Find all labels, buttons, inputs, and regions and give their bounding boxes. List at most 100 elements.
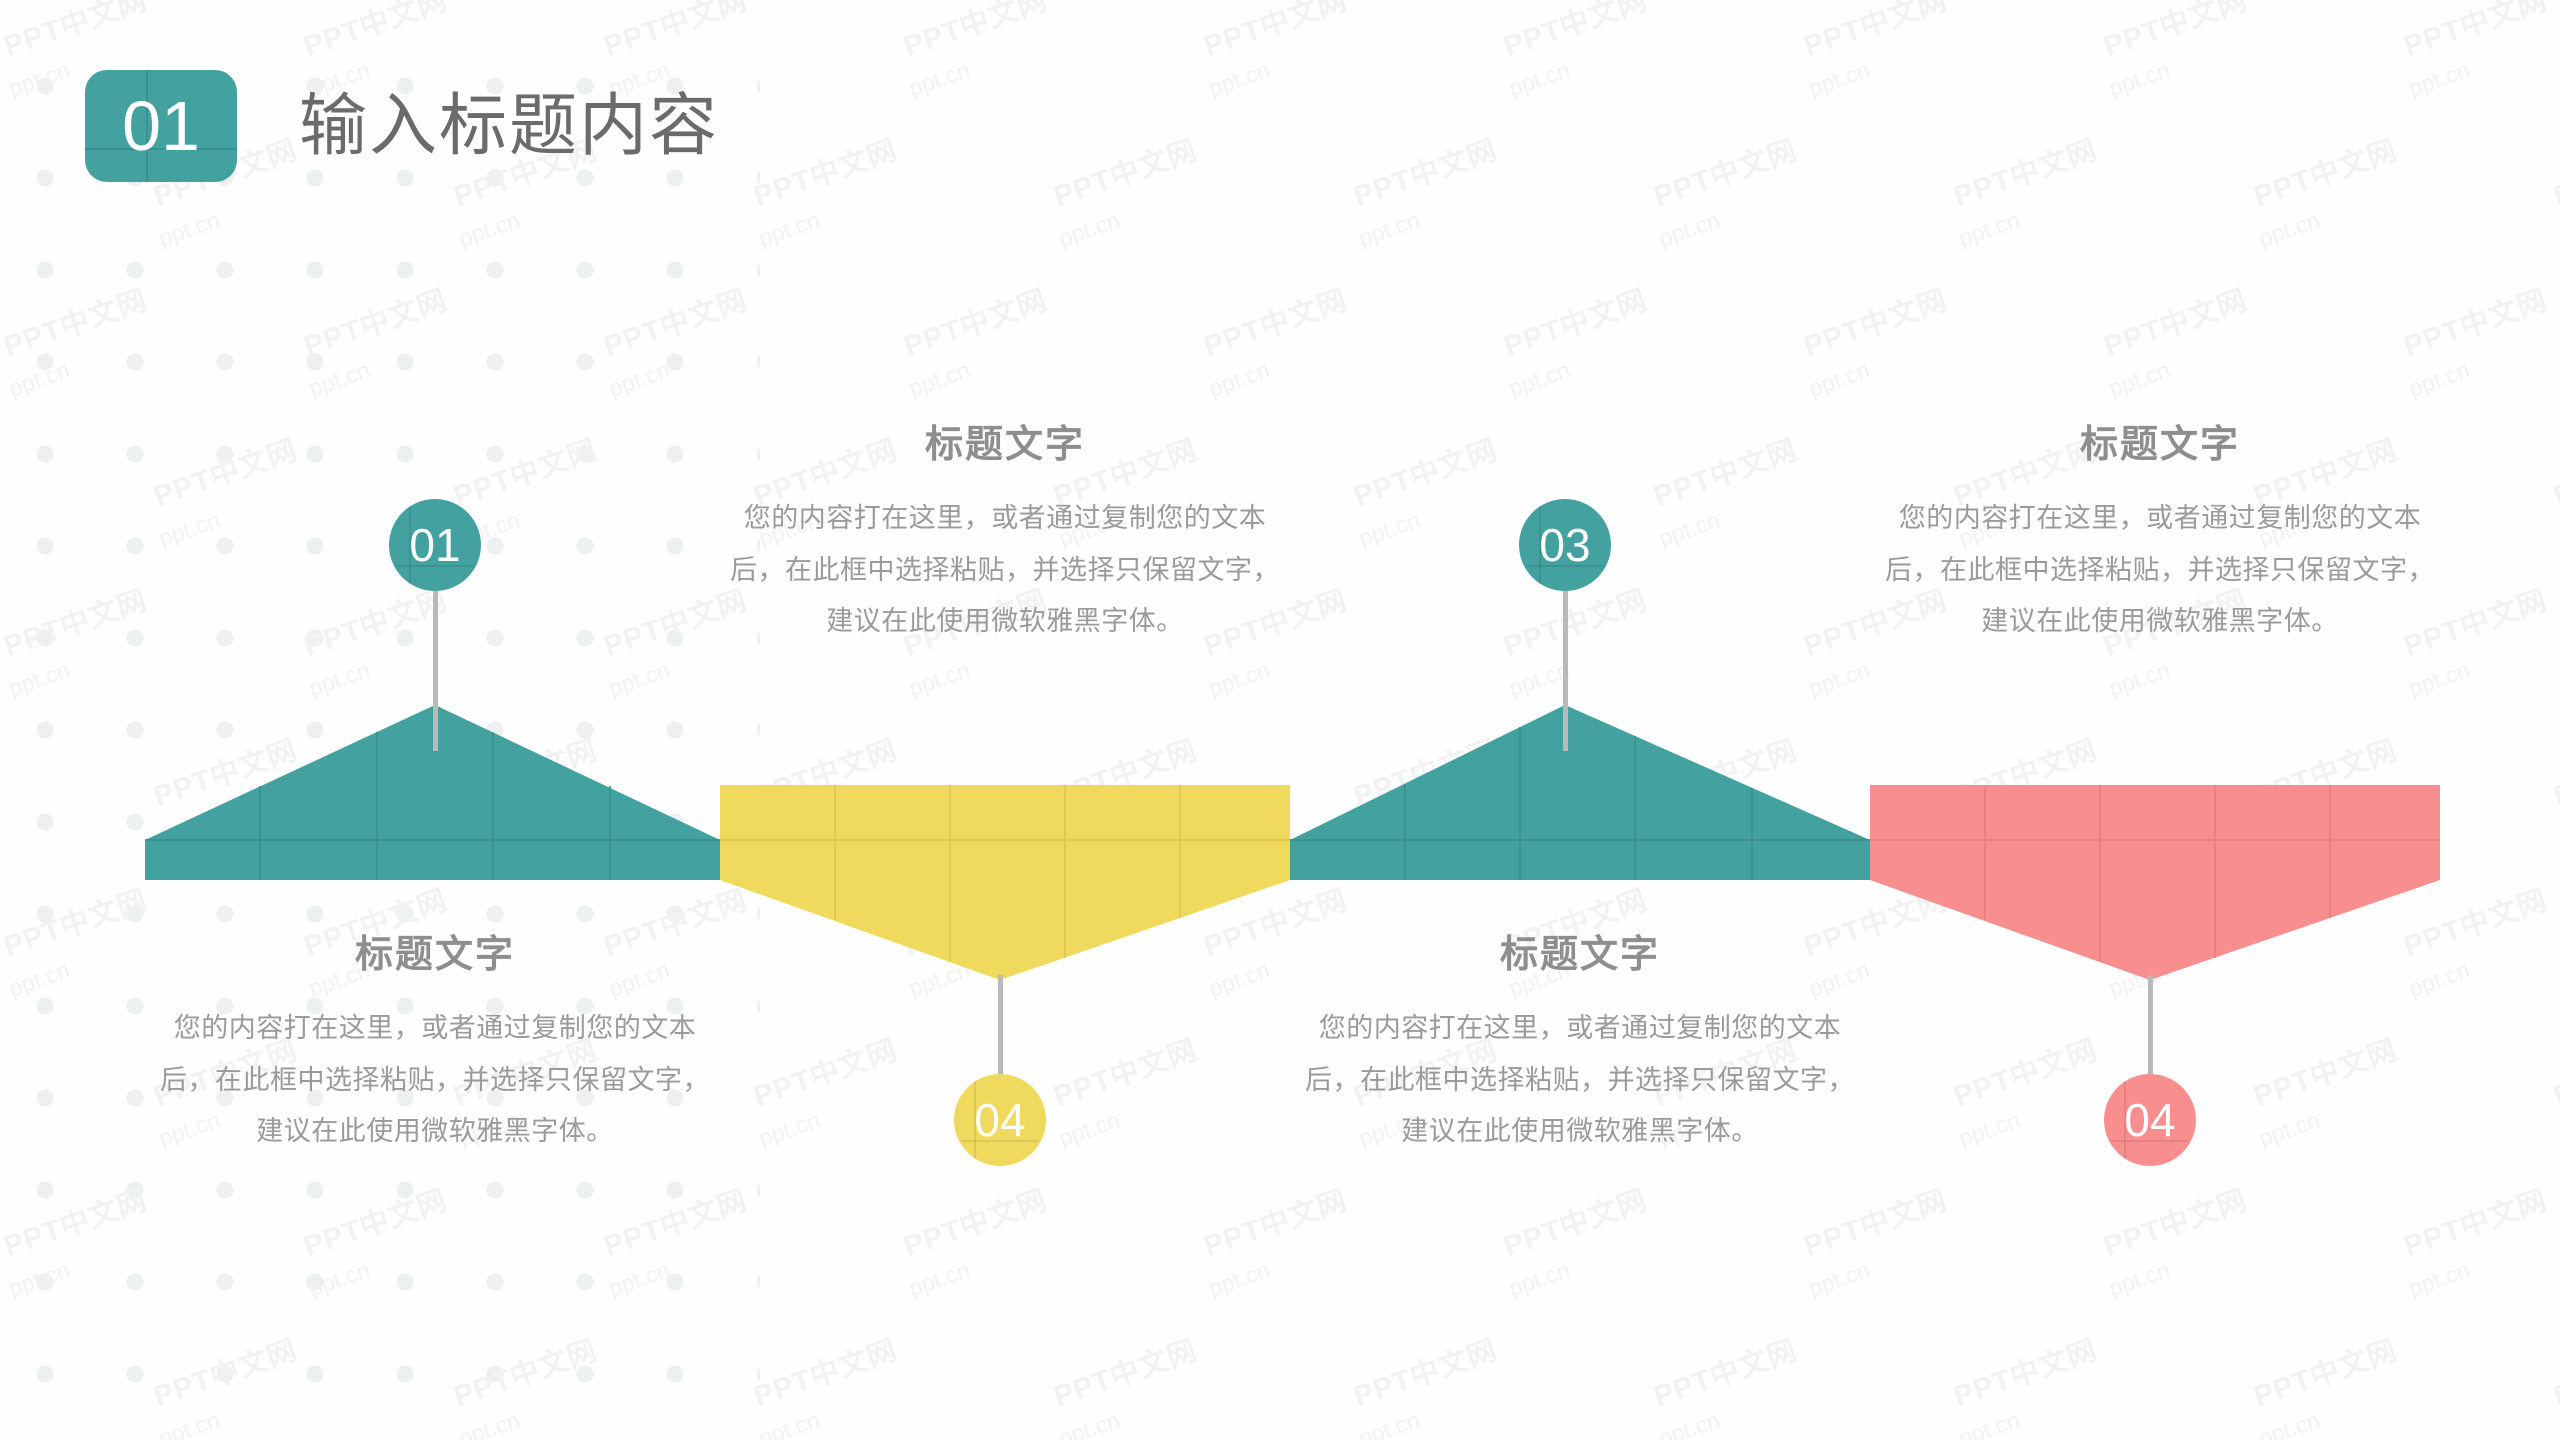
watermark-domain: ppt.cn bbox=[2405, 1256, 2474, 1302]
watermark-domain: ppt.cn bbox=[2555, 206, 2560, 252]
textblock-top-right: 标题文字 您的内容打在这里，或者通过复制您的文本后，在此框中选择粘贴，并选择只保… bbox=[1880, 424, 2440, 648]
watermark-domain: ppt.cn bbox=[1205, 56, 1274, 102]
watermark-brand: PPT中文网 bbox=[1349, 434, 1502, 514]
watermark-domain: ppt.cn bbox=[2405, 356, 2474, 402]
textblock-bottom-right: 标题文字 您的内容打在这里，或者通过复制您的文本后，在此框中选择粘贴，并选择只保… bbox=[1300, 934, 1860, 1158]
watermark-brand: PPT中文网 bbox=[1349, 134, 1502, 214]
watermark-domain: ppt.cn bbox=[1355, 206, 1424, 252]
watermark-brand: PPT中文网 bbox=[899, 284, 1052, 364]
watermark-brand: PPT中文网 bbox=[0, 0, 152, 64]
watermark-brand: PPT中文网 bbox=[1499, 0, 1652, 64]
marker-number-04-pink: 04 bbox=[2124, 1094, 2176, 1146]
watermark-brand: PPT中文网 bbox=[2099, 0, 2252, 64]
marker-bubble-03[interactable]: 03 bbox=[1519, 499, 1611, 591]
watermark-domain: ppt.cn bbox=[755, 206, 824, 252]
watermark-brand: PPT中文网 bbox=[1649, 134, 1802, 214]
watermark-domain: ppt.cn bbox=[905, 356, 974, 402]
watermark-domain: ppt.cn bbox=[1805, 56, 1874, 102]
marker-number-04-yellow: 04 bbox=[974, 1094, 1026, 1146]
watermark-domain: ppt.cn bbox=[1655, 206, 1724, 252]
watermark-domain: ppt.cn bbox=[1505, 56, 1574, 102]
watermark-domain: ppt.cn bbox=[755, 1106, 824, 1152]
watermark-brand: PPT中文网 bbox=[299, 0, 452, 64]
watermark-brand: PPT中文网 bbox=[0, 1327, 2, 1415]
watermark-domain: ppt.cn bbox=[905, 1256, 974, 1302]
textblock-body: 您的内容打在这里，或者通过复制您的文本后，在此框中选择粘贴，并选择只保留文字，建… bbox=[160, 1012, 710, 1147]
watermark-domain: ppt.cn bbox=[605, 1256, 674, 1302]
watermark-brand: PPT中文网 bbox=[2399, 1184, 2552, 1264]
watermark-brand: PPT中文网 bbox=[1949, 1334, 2102, 1414]
page-title: 输入标题内容 bbox=[299, 88, 720, 164]
watermark-domain: ppt.cn bbox=[5, 56, 74, 102]
watermark-brand: PPT中文网 bbox=[599, 284, 752, 364]
watermark-brand: PPT中文网 bbox=[149, 1334, 302, 1414]
marker-number-03: 03 bbox=[1539, 519, 1591, 571]
watermark-domain: ppt.cn bbox=[1505, 1256, 1574, 1302]
watermark-brand: PPT中文网 bbox=[449, 1334, 602, 1414]
textblock-body: 您的内容打在这里，或者通过复制您的文本后，在此框中选择粘贴，并选择只保留文字，建… bbox=[1305, 1012, 1855, 1147]
watermark-domain: ppt.cn bbox=[5, 1256, 74, 1302]
watermark-domain: ppt.cn bbox=[755, 1406, 824, 1440]
ribbon-segment-4[interactable] bbox=[1870, 785, 2440, 980]
slide-header: 01 输入标题内容 bbox=[85, 70, 719, 182]
watermark-domain: ppt.cn bbox=[1355, 1406, 1424, 1440]
marker-bubble-01[interactable]: 01 bbox=[389, 499, 481, 591]
watermark-brand: PPT中文网 bbox=[1049, 1334, 1202, 1414]
watermark-domain: ppt.cn bbox=[1355, 506, 1424, 552]
watermark-brand: PPT中文网 bbox=[149, 434, 302, 514]
watermark-brand: PPT中文网 bbox=[1799, 284, 1952, 364]
textblock-body: 您的内容打在这里，或者通过复制您的文本后，在此框中选择粘贴，并选择只保留文字，建… bbox=[1885, 502, 2435, 637]
watermark-brand: PPT中文网 bbox=[0, 284, 152, 364]
watermark-domain: ppt.cn bbox=[2405, 56, 2474, 102]
watermark-domain: ppt.cn bbox=[1955, 1406, 2024, 1440]
watermark-brand: PPT中文网 bbox=[1799, 0, 1952, 64]
watermark-domain: ppt.cn bbox=[2255, 1406, 2324, 1440]
watermark-brand: PPT中文网 bbox=[2099, 1184, 2252, 1264]
watermark-domain: ppt.cn bbox=[1655, 1406, 1724, 1440]
watermark-domain: ppt.cn bbox=[605, 356, 674, 402]
watermark-domain: ppt.cn bbox=[1955, 206, 2024, 252]
watermark-brand: PPT中文网 bbox=[1799, 1184, 1952, 1264]
watermark-domain: ppt.cn bbox=[1805, 356, 1874, 402]
watermark-domain: ppt.cn bbox=[155, 506, 224, 552]
marker-bubble-04-yellow[interactable]: 04 bbox=[954, 1074, 1046, 1166]
watermark-domain: ppt.cn bbox=[5, 356, 74, 402]
watermark-domain: ppt.cn bbox=[905, 56, 974, 102]
watermark-domain: ppt.cn bbox=[155, 1406, 224, 1440]
watermark-brand: PPT中文网 bbox=[2249, 1334, 2402, 1414]
marker-bubble-04-pink[interactable]: 04 bbox=[2104, 1074, 2196, 1166]
watermark-domain: ppt.cn bbox=[2255, 206, 2324, 252]
header-number-badge: 01 bbox=[85, 70, 237, 182]
ribbon-segment-1[interactable] bbox=[145, 705, 720, 880]
marker-stem-04-yellow bbox=[998, 975, 1003, 1075]
header-badge-number: 01 bbox=[122, 87, 200, 165]
watermark-domain: ppt.cn bbox=[1055, 1406, 1124, 1440]
watermark-domain: ppt.cn bbox=[2105, 56, 2174, 102]
ribbon-segment-2[interactable] bbox=[720, 785, 1290, 980]
watermark-brand: PPT中文网 bbox=[2099, 284, 2252, 364]
watermark-brand: PPT中文网 bbox=[1499, 284, 1652, 364]
watermark-brand: PPT中文网 bbox=[1349, 1334, 1502, 1414]
watermark-brand: PPT中文网 bbox=[2249, 134, 2402, 214]
watermark-domain: ppt.cn bbox=[1655, 506, 1724, 552]
textblock-bottom-left: 标题文字 您的内容打在这里，或者通过复制您的文本后，在此框中选择粘贴，并选择只保… bbox=[155, 934, 715, 1158]
watermark-brand: PPT中文网 bbox=[599, 1184, 752, 1264]
watermark-brand: PPT中文网 bbox=[2549, 434, 2560, 514]
watermark-brand: PPT中文网 bbox=[2399, 0, 2552, 64]
watermark-brand: PPT中文网 bbox=[1649, 1334, 1802, 1414]
watermark-brand: PPT中文网 bbox=[299, 1184, 452, 1264]
watermark-brand: PPT中文网 bbox=[599, 0, 752, 64]
ribbon-segment-3[interactable] bbox=[1290, 705, 1870, 880]
textblock-body: 您的内容打在这里，或者通过复制您的文本后，在此框中选择粘贴，并选择只保留文字，建… bbox=[730, 502, 1280, 637]
watermark-brand: PPT中文网 bbox=[2399, 284, 2552, 364]
watermark-domain: ppt.cn bbox=[305, 1256, 374, 1302]
watermark-brand: PPT中文网 bbox=[2549, 1334, 2560, 1414]
marker-stem-03 bbox=[1563, 591, 1568, 751]
watermark-domain: ppt.cn bbox=[155, 206, 224, 252]
textblock-title: 标题文字 bbox=[354, 934, 515, 976]
watermark-domain: ppt.cn bbox=[2555, 1406, 2560, 1440]
watermark-domain: ppt.cn bbox=[1805, 1256, 1874, 1302]
watermark-domain: ppt.cn bbox=[1505, 356, 1574, 402]
watermark-domain: ppt.cn bbox=[2105, 356, 2174, 402]
watermark-domain: ppt.cn bbox=[1205, 1256, 1274, 1302]
